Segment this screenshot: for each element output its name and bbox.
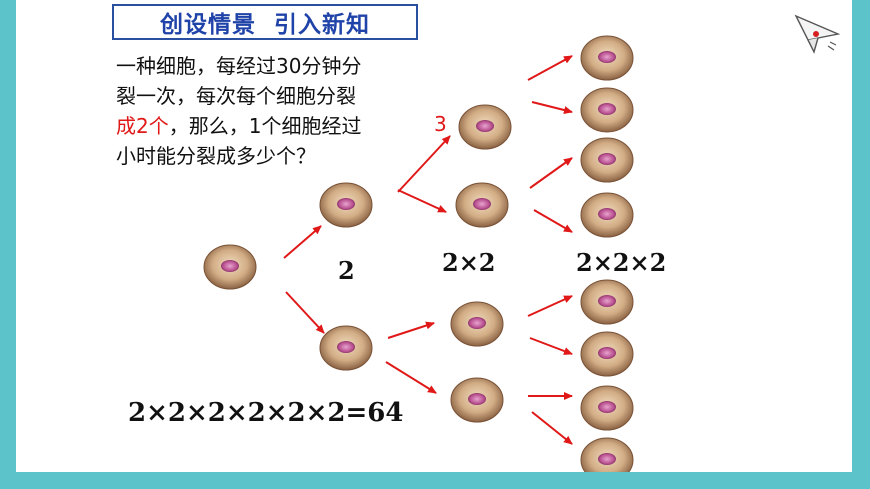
question-line-1: 一种细胞，每经过30分钟分 (116, 54, 362, 78)
cell-g3 (580, 137, 634, 183)
cell-nucleus (468, 317, 486, 329)
cell-g3 (580, 87, 634, 133)
question-line-3-rest: ，那么，1个细胞经过 (168, 114, 362, 138)
cell-g3 (580, 279, 634, 325)
label-gen2: 2×2 (442, 248, 496, 277)
cell-nucleus (598, 153, 616, 165)
division-arrow (387, 321, 435, 339)
cell-g2 (455, 182, 509, 228)
cell-root (203, 244, 257, 290)
cell-nucleus (598, 208, 616, 220)
section-title: 创设情景 引入新知 (159, 12, 370, 38)
division-arrow (285, 291, 325, 334)
cell-nucleus (468, 393, 486, 405)
cell-g2 (450, 301, 504, 347)
division-arrow (397, 135, 451, 193)
cell-nucleus (337, 341, 355, 353)
question-line-3: 成2个，那么，1个细胞经过 (116, 112, 361, 140)
cell-g3 (580, 192, 634, 238)
cell-nucleus (337, 198, 355, 210)
question-line-4: 小时能分裂成多少个？ (116, 144, 316, 168)
cell-nucleus (598, 453, 616, 465)
cell-nucleus (221, 260, 239, 272)
cell-g1 (319, 325, 373, 371)
division-arrow (527, 295, 573, 317)
label-gen1: 2 (338, 256, 355, 285)
cell-g2 (458, 104, 512, 150)
division-arrow (385, 361, 437, 394)
label-gen3: 2×2×2 (576, 248, 667, 277)
division-arrow (529, 337, 573, 355)
cell-division-diagram (203, 35, 634, 472)
division-arrow (397, 189, 447, 213)
cell-g2 (450, 377, 504, 423)
cell-g3 (580, 35, 634, 81)
question-highlight: 成2个 (116, 114, 169, 138)
cell-g3 (580, 385, 634, 431)
division-arrow (533, 209, 573, 233)
division-arrow (527, 55, 573, 81)
division-arrow (529, 157, 573, 189)
slide: 创设情景 引入新知 一种细胞，每经过30分钟分 裂一次，每次每个细胞分裂 成2个… (16, 0, 852, 472)
result-formula: 2×2×2×2×2×2=64 (128, 398, 404, 428)
question-line-2: 裂一次，每次每个细胞分裂 (116, 84, 356, 108)
division-arrow (283, 225, 322, 259)
cell-nucleus (598, 103, 616, 115)
question-hours: 3 (434, 112, 447, 136)
section-title-box: 创设情景 引入新知 (112, 4, 418, 40)
cell-nucleus (476, 120, 494, 132)
paper-plane-icon (794, 14, 841, 54)
cell-g3 (580, 331, 634, 377)
cell-nucleus (473, 198, 491, 210)
cell-g1 (319, 182, 373, 228)
cell-nucleus (598, 295, 616, 307)
cell-nucleus (598, 51, 616, 63)
division-arrow (531, 411, 573, 445)
cell-nucleus (598, 401, 616, 413)
cell-nucleus (598, 347, 616, 359)
cell-g3 (580, 437, 634, 472)
division-arrow (531, 101, 573, 114)
